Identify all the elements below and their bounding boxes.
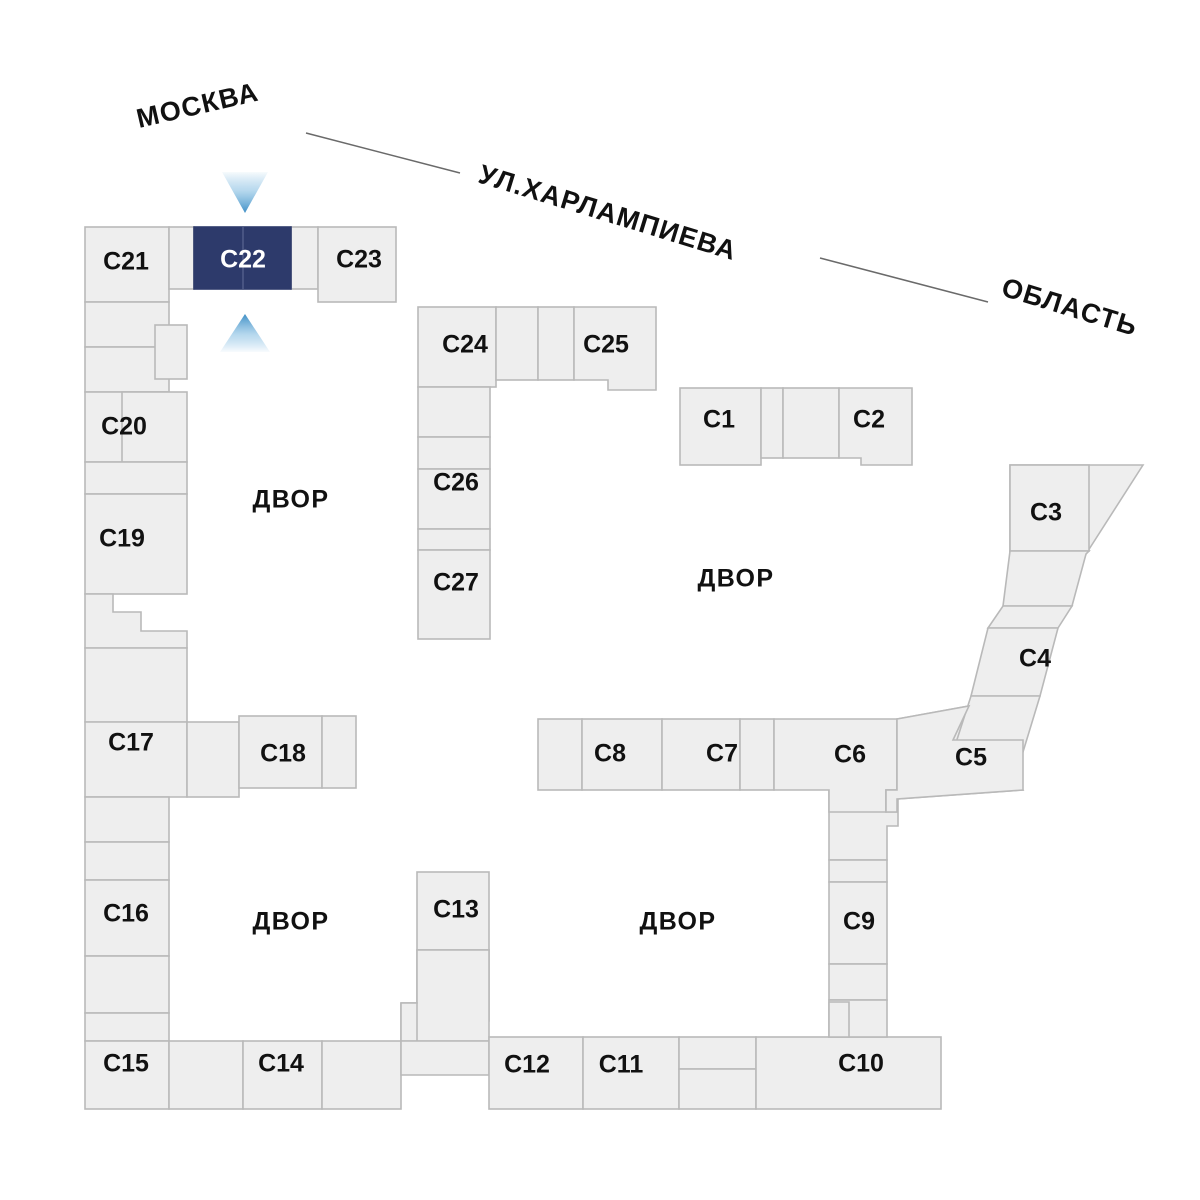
block-connector-C11-C10-lower[interactable] [678, 1068, 757, 1110]
block-label-C24: C24 [442, 331, 488, 359]
street-label-moskva: МОСКВА [134, 77, 262, 134]
block-label-C20: C20 [101, 413, 147, 441]
block-left-spine-6[interactable] [84, 955, 170, 1014]
arrow-north-outbound-icon [220, 314, 270, 352]
courtyard-label-southwest: ДВОР [253, 908, 330, 936]
block-label-C1: C1 [703, 406, 735, 434]
block-label-C7: C7 [706, 740, 738, 768]
block-C12[interactable] [488, 1036, 584, 1110]
block-group-east-angled [885, 464, 1145, 813]
block-connector-C21-C22[interactable] [168, 226, 195, 290]
block-group-C1-C2 [679, 387, 913, 466]
street-label-oblast: ОБЛАСТЬ [998, 272, 1141, 342]
block-C9-lower-1[interactable] [828, 963, 888, 1001]
block-C5-angled-tail[interactable] [885, 704, 1024, 813]
block-group-south-west [84, 871, 942, 1110]
street-label-harlampieva: УЛ.ХАРЛАМПИЕВА [475, 159, 740, 266]
block-label-C18: C18 [260, 740, 306, 768]
block-connector-C24-C25[interactable] [495, 306, 539, 381]
block-label-C3: C3 [1030, 499, 1062, 527]
block-C9[interactable] [828, 881, 888, 965]
plan-text-layer: МОСКВА УЛ.ХАРЛАМПИЕВА ОБЛАСТЬ ДВОР ДВОР … [99, 77, 1141, 1079]
leader-line-oblast [819, 257, 989, 303]
block-label-C23: C23 [336, 246, 382, 274]
block-label-C26: C26 [433, 469, 479, 497]
block-C26[interactable] [417, 468, 491, 530]
block-group-east-spine [828, 787, 899, 1038]
block-C26-mid[interactable] [417, 436, 491, 470]
block-label-C17: C17 [108, 729, 154, 757]
block-left-spine-3[interactable] [84, 461, 188, 495]
block-label-C11: C11 [599, 1051, 644, 1079]
block-C15[interactable] [84, 1040, 170, 1110]
block-C13[interactable] [416, 871, 490, 951]
courtyard-label-northeast: ДВОР [698, 565, 775, 593]
block-C12-notch[interactable] [400, 1040, 490, 1076]
block-C23[interactable] [317, 226, 397, 303]
block-C26-lower[interactable] [417, 528, 491, 551]
block-C2[interactable] [838, 387, 913, 466]
block-C20-annex[interactable] [121, 391, 188, 463]
block-label-C8: C8 [594, 740, 626, 768]
block-label-C2: C2 [853, 406, 885, 434]
block-connector-west-C8[interactable] [537, 718, 583, 791]
block-C11[interactable] [582, 1036, 680, 1110]
block-left-spine-4[interactable] [84, 796, 170, 843]
block-label-C12: C12 [504, 1051, 550, 1079]
block-label-C27: C27 [433, 569, 479, 597]
block-C9-band[interactable] [828, 859, 888, 883]
block-connector-C11-C10[interactable] [678, 1036, 757, 1070]
arrow-north-inbound-icon [222, 172, 268, 213]
block-left-spine-5[interactable] [84, 841, 170, 881]
block-C8[interactable] [581, 718, 663, 791]
block-C18[interactable] [238, 715, 323, 789]
block-connector-C2-left[interactable] [782, 387, 840, 459]
block-connector-C14-C13[interactable] [321, 1040, 402, 1110]
block-label-C25: C25 [583, 331, 629, 359]
block-label-C9: C9 [843, 908, 875, 936]
block-connector-C17-C18[interactable] [186, 721, 240, 798]
block-C4-upper[interactable] [986, 605, 1074, 629]
block-label-C15: C15 [103, 1050, 149, 1078]
block-C21[interactable] [84, 226, 170, 303]
courtyard-label-southeast: ДВОР [640, 908, 717, 936]
block-C25[interactable] [573, 306, 657, 391]
block-C27[interactable] [417, 549, 491, 640]
block-C14[interactable] [242, 1040, 323, 1110]
block-left-stepped-notch[interactable] [84, 593, 188, 649]
block-C13-base[interactable] [400, 1002, 418, 1042]
block-C16[interactable] [84, 879, 170, 957]
block-left-spine-inner-1[interactable] [154, 324, 188, 380]
block-connector-C7-C6[interactable] [739, 718, 775, 791]
block-connector-C25-left[interactable] [537, 306, 575, 381]
block-C19[interactable] [84, 493, 188, 595]
block-label-C4: C4 [1019, 645, 1051, 673]
block-C7[interactable] [661, 718, 741, 791]
block-label-C19: C19 [99, 525, 145, 553]
courtyard-label-northwest: ДВОР [253, 486, 330, 514]
block-group-central-north [417, 306, 657, 640]
block-group-northwest [84, 226, 397, 1042]
block-connector-C15-C14[interactable] [168, 1040, 244, 1110]
block-label-C14: C14 [258, 1050, 304, 1078]
block-left-spine-7[interactable] [84, 1012, 170, 1042]
block-C24[interactable] [417, 306, 497, 388]
block-label-C21: C21 [103, 248, 149, 276]
block-C10[interactable] [755, 1036, 942, 1110]
leader-line-moskva [305, 132, 461, 174]
block-label-C13: C13 [433, 896, 479, 924]
block-label-C16: C16 [103, 900, 149, 928]
block-C18-annex[interactable] [321, 715, 357, 789]
block-label-C10: C10 [838, 1050, 884, 1078]
block-label-C22: C22 [220, 246, 266, 274]
block-connector-C1-C2[interactable] [760, 387, 784, 459]
block-C3-lower[interactable] [1002, 550, 1091, 607]
block-connector-C22-C23[interactable] [290, 226, 319, 290]
block-label-C5: C5 [955, 744, 987, 772]
block-C26-upper[interactable] [417, 386, 491, 438]
block-C9-foot[interactable] [828, 1001, 850, 1038]
block-C17[interactable] [84, 647, 188, 723]
block-label-C6: C6 [834, 741, 866, 769]
